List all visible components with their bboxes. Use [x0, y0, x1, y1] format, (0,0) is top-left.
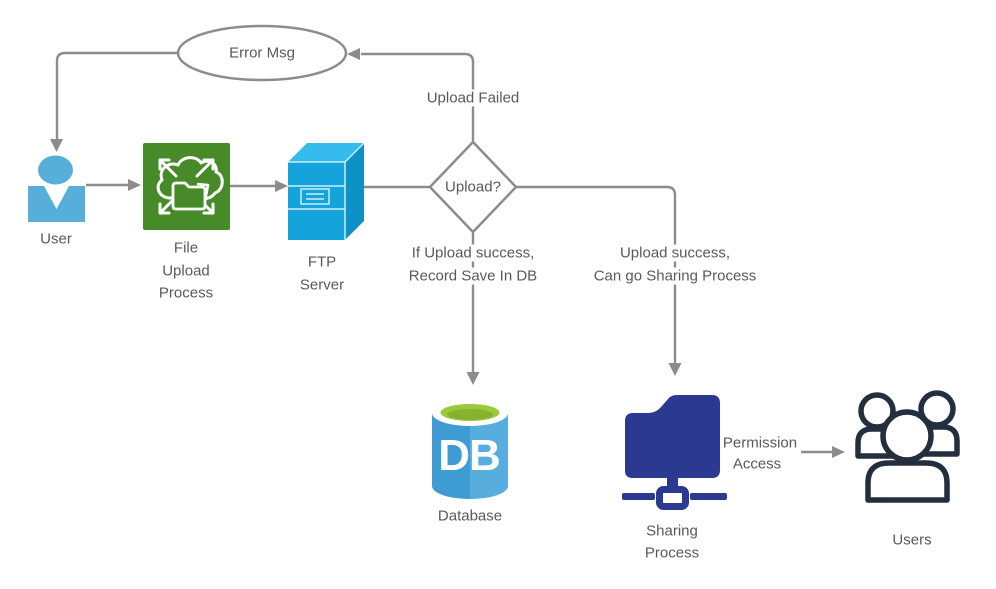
permission-label-line2: Access [732, 455, 782, 473]
db-badge-text: DB [438, 431, 500, 480]
error-msg-ellipse [176, 24, 348, 82]
cloud-folder-icon [171, 181, 207, 211]
users-icon [855, 390, 960, 503]
edge-errormsg-to-user [55, 51, 178, 139]
cloud-icon [156, 156, 224, 201]
file-upload-process-icon [143, 143, 230, 230]
file-upload-label-line3: Process [158, 284, 214, 302]
sharing-label-line2: Process [644, 544, 700, 562]
arrowhead-to-ftp [275, 180, 288, 192]
folder-network-stem [667, 478, 678, 489]
ftp-detail-lines [288, 142, 365, 240]
folder-network-node [656, 486, 689, 510]
db-branch-label-line1: If Upload success, [406, 244, 540, 262]
ftp-top-face [288, 143, 364, 162]
sharing-branch-label-line1: Upload success, [614, 244, 736, 262]
folder-icon [625, 395, 720, 478]
folder-network-bar-left [622, 493, 655, 500]
file-upload-label-line1: File [173, 239, 199, 257]
ftp-front-face [288, 162, 345, 240]
arrowheads [50, 48, 845, 458]
edge-decision-to-sharing [516, 185, 677, 363]
ftp-side-face [345, 143, 364, 240]
upload-decision-label: Upload? [445, 178, 501, 196]
permission-label-line1: Permission [722, 434, 798, 452]
folder-network-bar-right [690, 493, 727, 500]
arrowhead-to-errormsg [347, 48, 360, 60]
user-label: User [40, 230, 72, 248]
error-msg-label: Error Msg [229, 44, 295, 62]
arrowhead-to-fileupload [128, 179, 141, 191]
arrowhead-to-sharing [668, 363, 682, 376]
user-icon [28, 155, 85, 222]
user-body [28, 186, 85, 222]
arrowhead-to-user [50, 139, 63, 152]
ftp-server-icon [288, 142, 365, 240]
database-icon: DB [432, 400, 508, 499]
sharing-branch-label-line2: Can go Sharing Process [588, 267, 762, 285]
sharing-label-line1: Sharing [646, 522, 698, 540]
file-upload-label-line2: Upload [162, 262, 210, 280]
users-label: Users [892, 531, 932, 549]
arrowhead-to-database [466, 372, 480, 385]
ftp-label-line1: FTP [307, 253, 337, 271]
users-front-body [865, 460, 950, 503]
db-cylinder-body [432, 413, 508, 499]
db-branch-label-line2: Record Save In DB [403, 267, 543, 285]
arrowhead-to-users [832, 446, 845, 458]
ftp-label-line2: Server [299, 276, 345, 294]
database-label: Database [437, 507, 503, 525]
db-top-green-inner [447, 409, 493, 420]
upload-decision-diamond [428, 140, 518, 234]
edge-decision-to-errormsg [361, 52, 475, 142]
user-head [38, 155, 73, 185]
sharing-process-icon [622, 395, 727, 510]
upload-failed-label: Upload Failed [421, 89, 525, 107]
users-front-head [880, 409, 934, 463]
